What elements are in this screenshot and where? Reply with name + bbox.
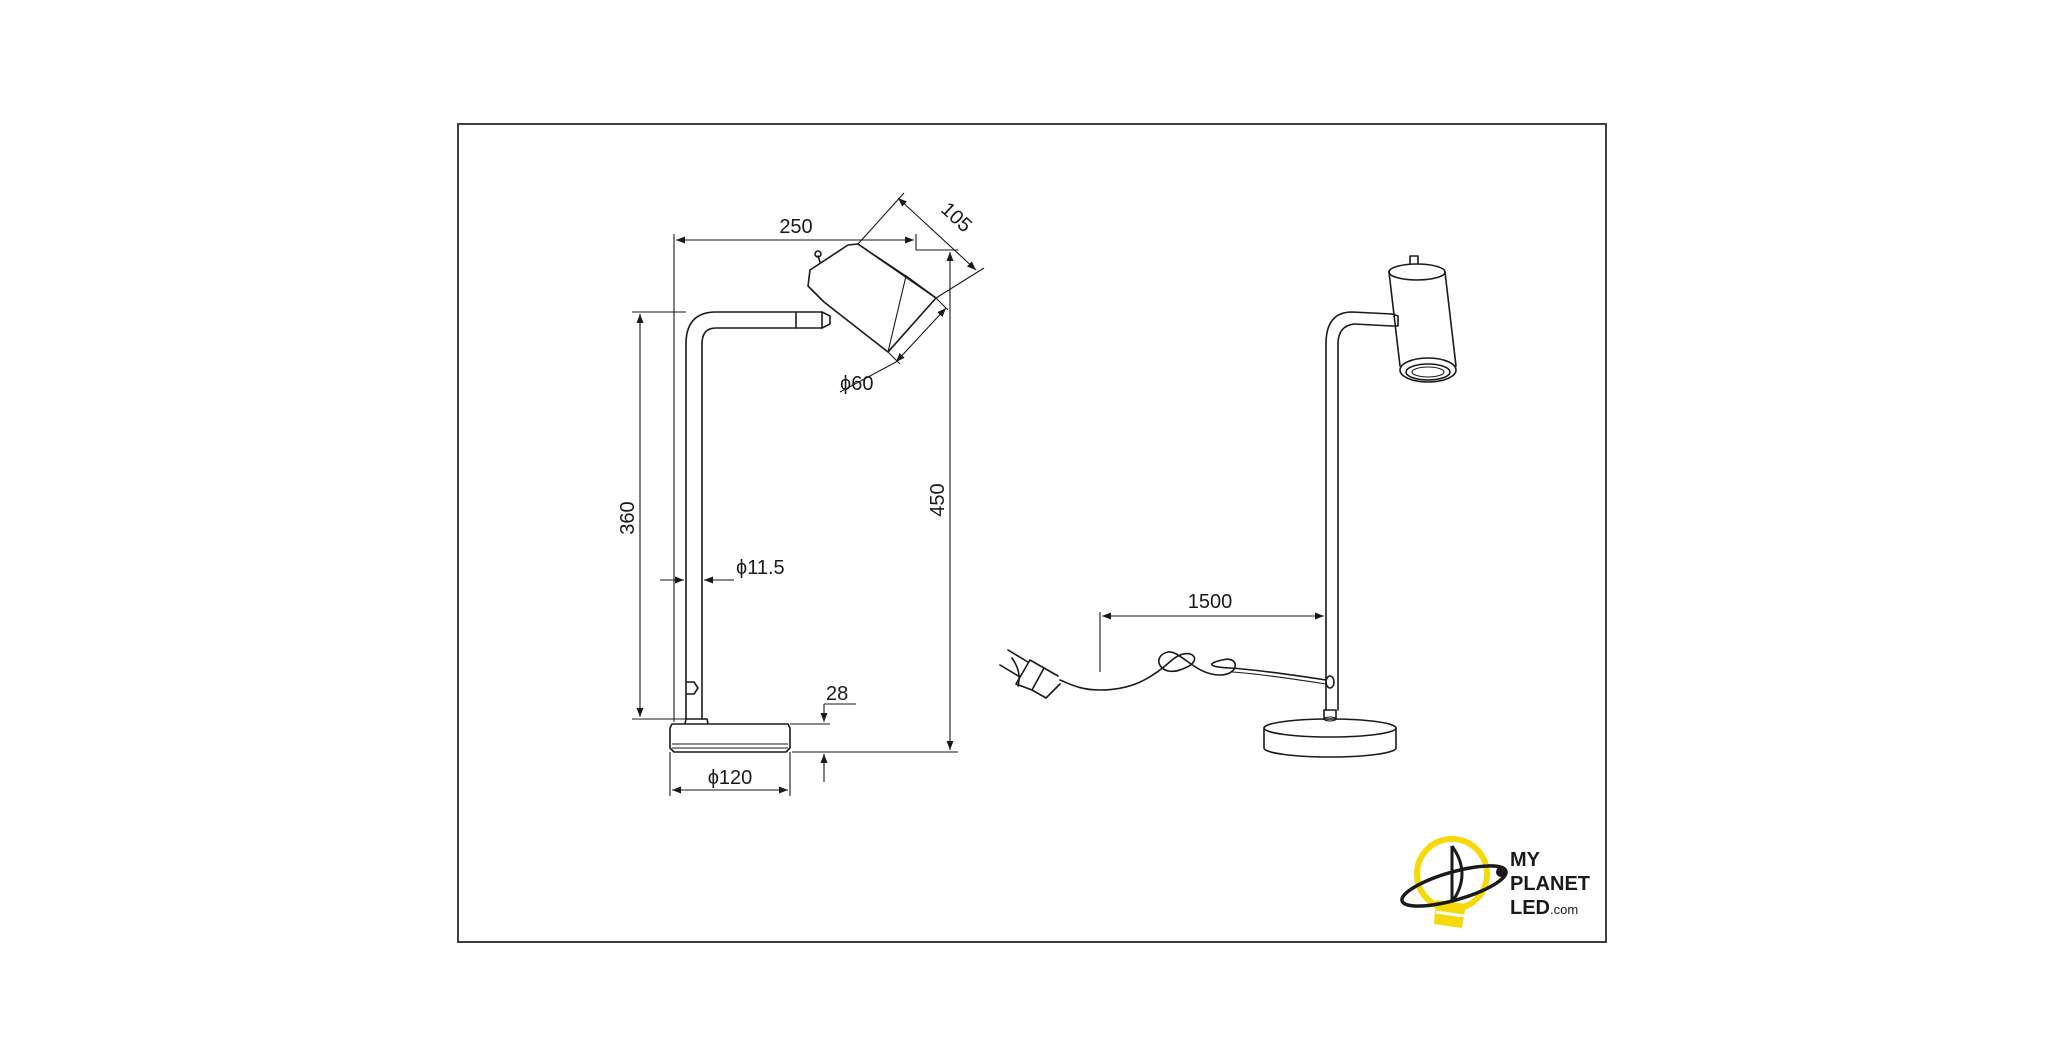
dim-label-28: 28	[826, 683, 848, 705]
dimension-base-height: 28	[790, 683, 856, 782]
dimension-base-diameter: ϕ120	[669, 752, 791, 796]
lamp-stem	[685, 311, 797, 720]
dimension-width-total: 250	[673, 216, 917, 722]
dim-label-360: 360	[617, 501, 639, 534]
lamp-base	[669, 723, 791, 753]
dimension-arm-height: 360	[617, 311, 686, 720]
drawing-frame	[457, 123, 1607, 943]
planet-bulb-icon	[1400, 836, 1508, 928]
dim-label-450: 450	[927, 483, 949, 516]
logo-led-suffix: .com	[1550, 902, 1578, 917]
perspective-base	[1263, 709, 1397, 758]
dim-label-phi120: ϕ120	[708, 767, 753, 789]
logo: MY PLANET LED.com	[1400, 836, 1590, 928]
dimension-cable-length: 1500	[1099, 591, 1327, 672]
dimension-shade-diameter: ϕ60	[839, 297, 949, 395]
dimension-stem-diameter: ϕ11.5	[660, 557, 785, 584]
perspective-shade	[1388, 255, 1457, 383]
logo-line-my: MY	[1510, 849, 1541, 871]
plug	[999, 649, 1061, 699]
side-view: 250 105 ϕ60 360 ϕ11.5	[617, 192, 985, 796]
dim-label-phi60: ϕ60	[840, 373, 873, 395]
dim-label-105: 105	[936, 198, 975, 237]
perspective-view: 1500	[999, 255, 1457, 758]
logo-line-led: LED.com	[1510, 897, 1578, 919]
lamp-shade	[807, 243, 937, 353]
dim-label-250: 250	[779, 216, 812, 238]
dimension-shade-length: 105	[857, 192, 985, 299]
dim-label-1500: 1500	[1188, 591, 1233, 613]
dim-label-phi11-5: ϕ11.5	[736, 557, 785, 579]
logo-led-main: LED	[1510, 897, 1550, 919]
dimension-total-height: 450	[792, 249, 958, 753]
logo-line-planet: PLANET	[1510, 873, 1590, 895]
